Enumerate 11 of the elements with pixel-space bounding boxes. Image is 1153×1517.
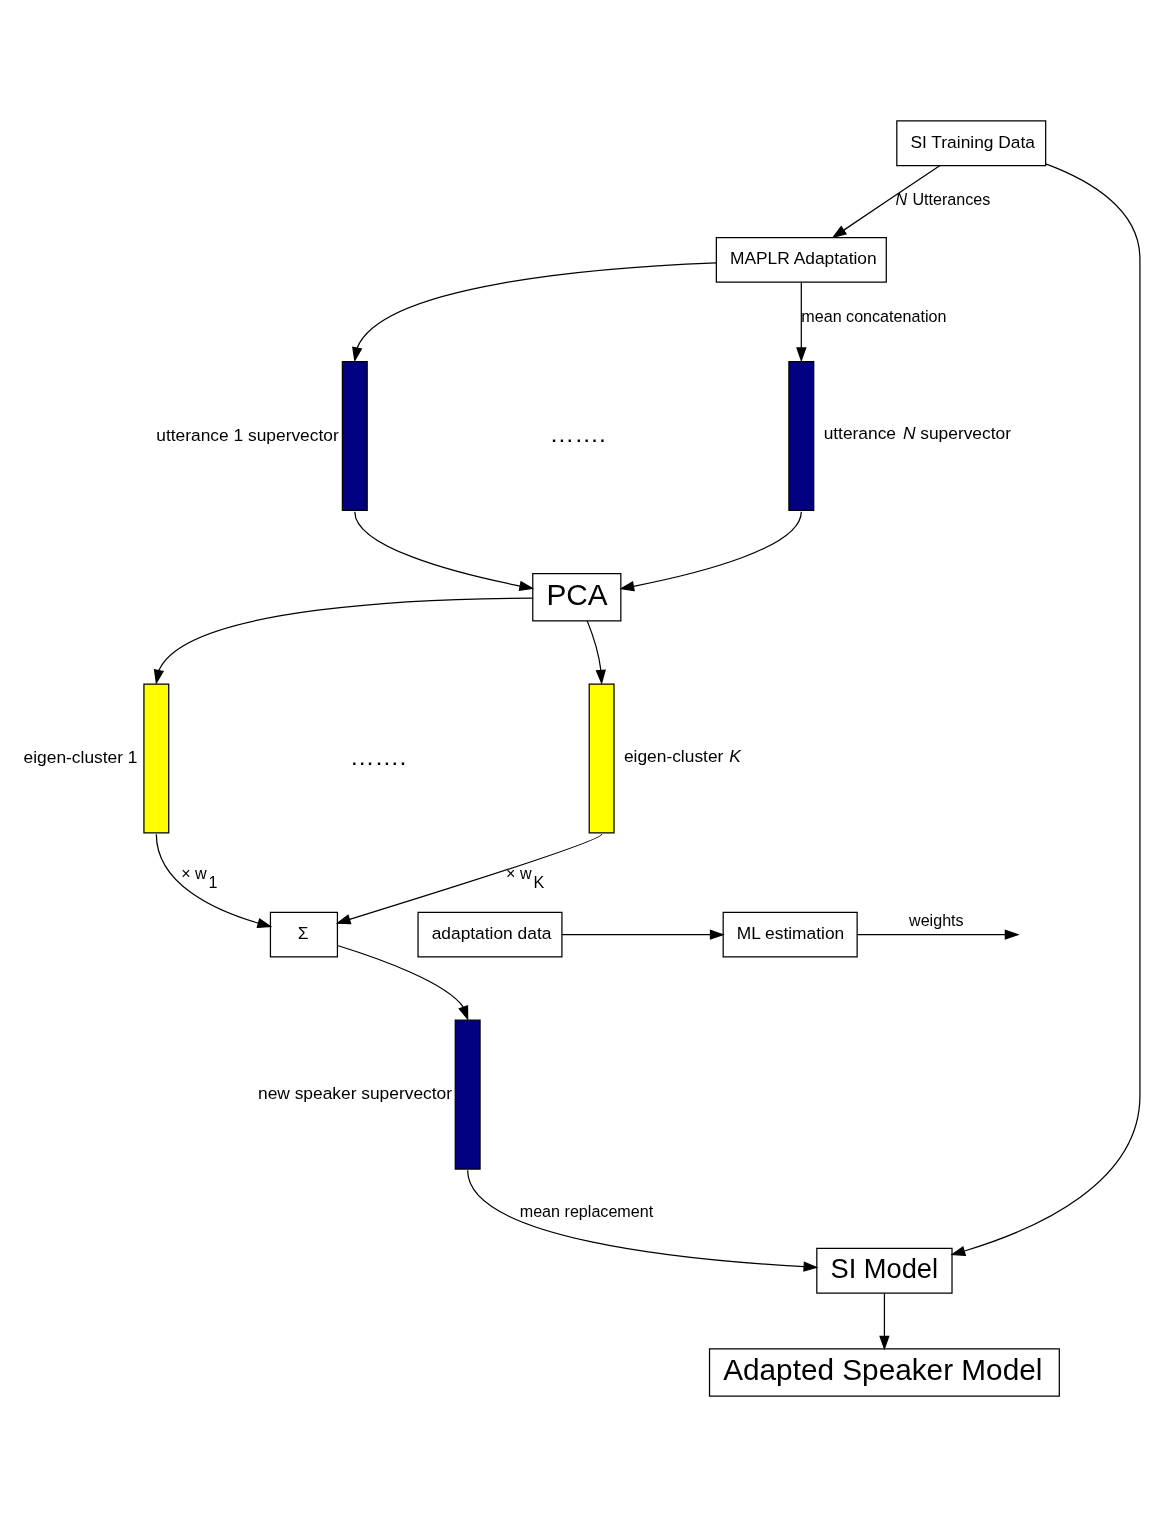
label: ……. bbox=[349, 742, 407, 770]
edge-label: N Utterances bbox=[895, 189, 991, 208]
node-label: utterance N supervector bbox=[823, 423, 1011, 444]
node-label: eigen-cluster 1 bbox=[23, 747, 138, 768]
edge-label: mean replacement bbox=[519, 1201, 654, 1220]
node-label: new speaker supervector bbox=[258, 1083, 452, 1104]
node-label: eigen-cluster K bbox=[623, 745, 741, 766]
edge-label: weights bbox=[909, 911, 964, 930]
label: ……. bbox=[549, 420, 607, 448]
node-label: utterance 1 supervector bbox=[156, 424, 339, 445]
edge-label: mean concatenation bbox=[801, 307, 947, 326]
